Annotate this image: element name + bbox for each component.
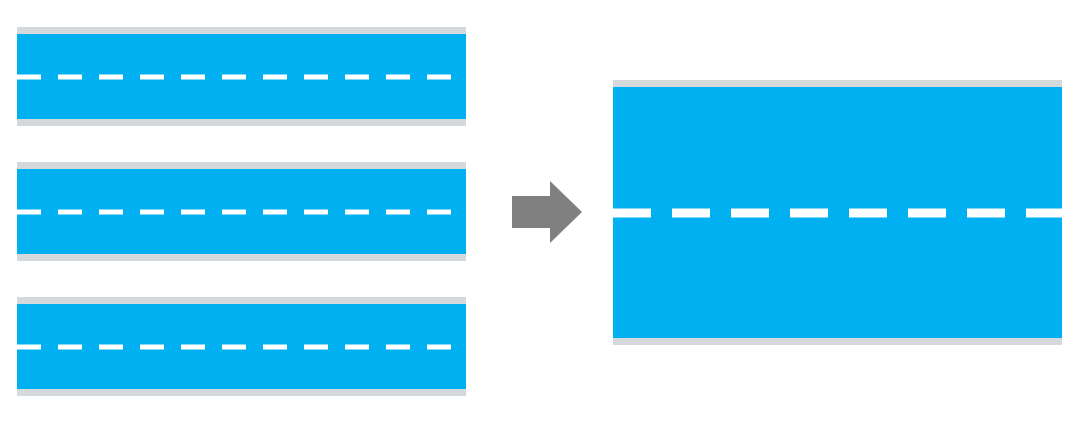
dashed-center-line	[17, 344, 466, 349]
dashed-center-line	[17, 74, 466, 79]
merged-road	[613, 80, 1062, 345]
right-arrow-icon	[512, 181, 582, 243]
dashed-center-line	[613, 208, 1062, 217]
dashed-center-line	[17, 209, 466, 214]
input-road-2	[17, 162, 466, 261]
input-road-3	[17, 297, 466, 396]
input-road-1	[17, 27, 466, 126]
